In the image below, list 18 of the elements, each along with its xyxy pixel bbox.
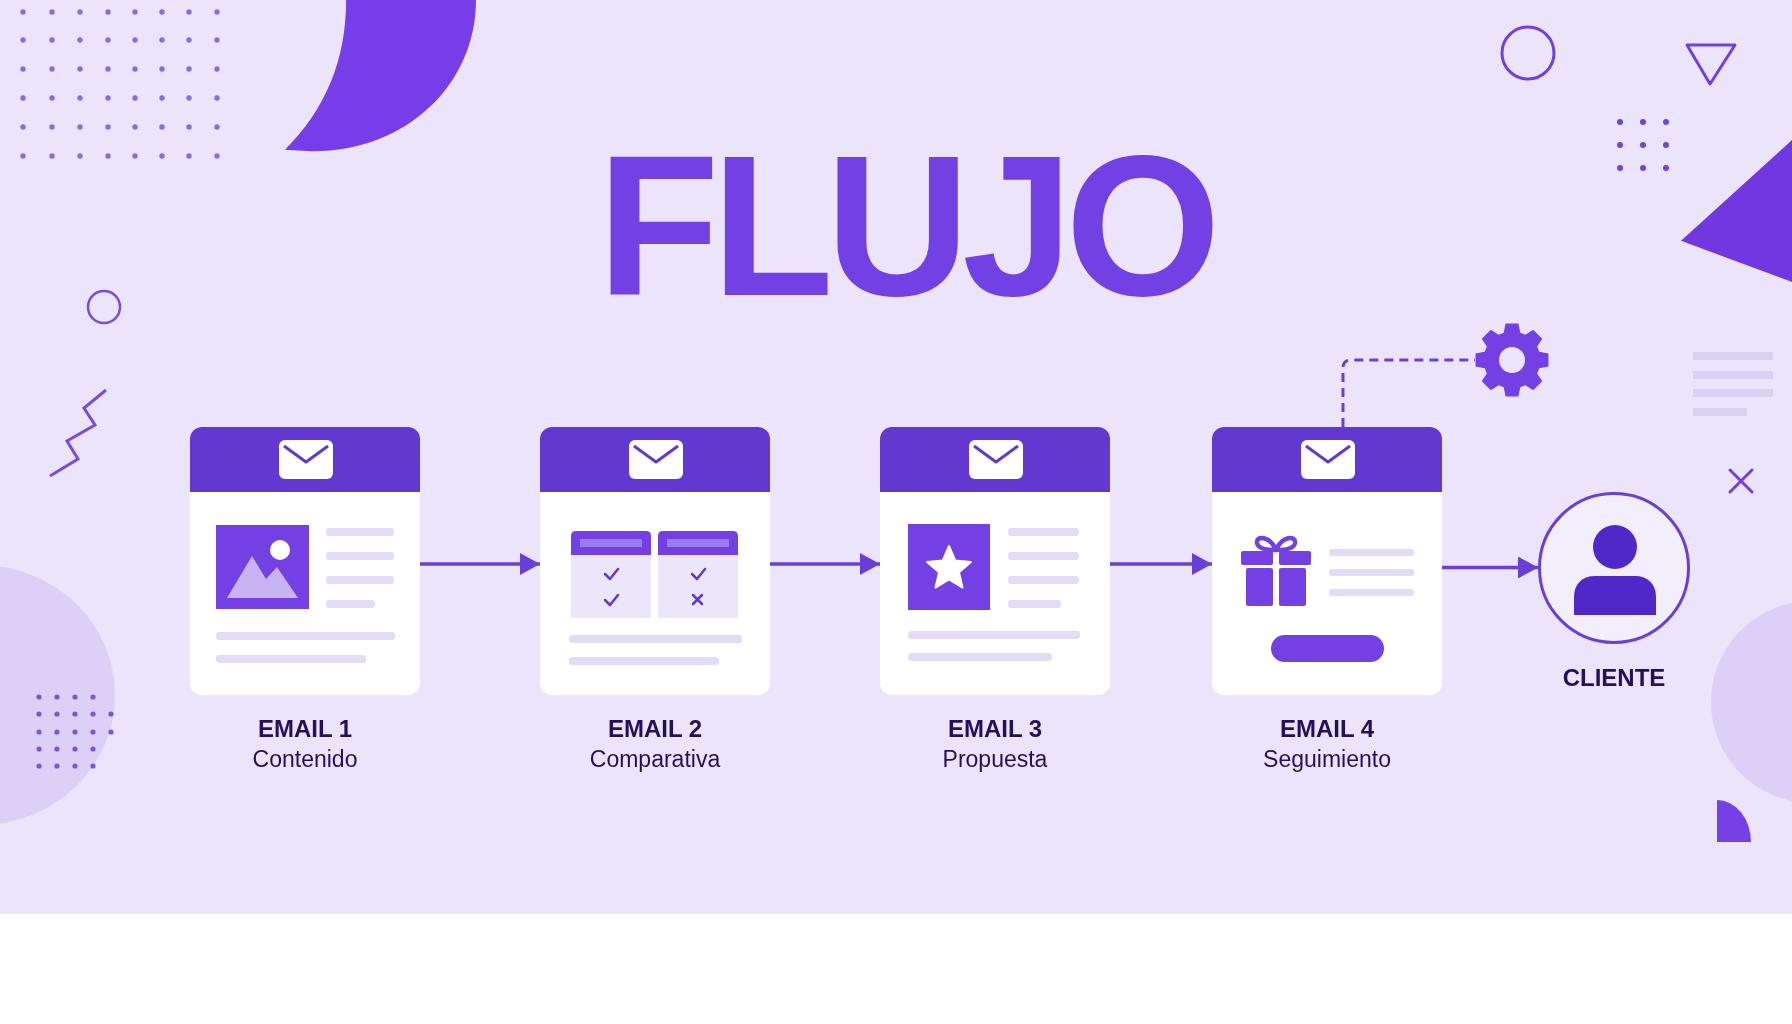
crescent-shape [285,0,476,152]
email-title: EMAIL 4 [1279,714,1375,744]
dashed-connector-line [1341,358,1475,427]
title: FLUJO [597,126,1213,326]
arrow [420,553,540,575]
email-subtitle: Propuesta [942,745,1048,774]
email-title: EMAIL 3 [947,714,1043,744]
triangle-shape [1681,140,1792,282]
arrow [1110,553,1212,575]
email-subtitle: Contenido [252,745,358,774]
arrow [1442,556,1538,579]
client-label: CLIENTE [1562,663,1666,693]
email-title: EMAIL 1 [257,714,353,744]
email-subtitle: Seguimiento [1263,745,1391,774]
email-subtitle: Comparativa [589,745,721,774]
email-title: EMAIL 2 [607,714,703,744]
arrow [770,553,880,575]
gear-icon [1475,323,1549,397]
